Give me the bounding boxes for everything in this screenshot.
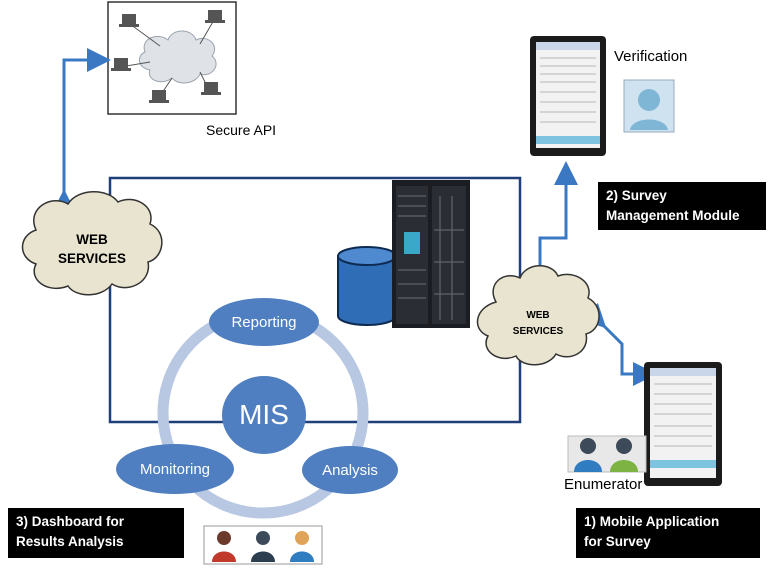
server-rack-icon bbox=[392, 180, 470, 328]
database-icon bbox=[337, 246, 397, 326]
web-services-left-line2: SERVICES bbox=[58, 251, 126, 266]
mobile-application-label: 1) Mobile Application for Survey bbox=[576, 508, 760, 558]
dashboard-users-icon bbox=[203, 525, 323, 565]
survey-management-module-label: 2) Survey Management Module bbox=[598, 182, 766, 230]
mis-center-node: MIS bbox=[222, 376, 306, 454]
enumerator-label: Enumerator bbox=[564, 476, 643, 493]
tablet-verification bbox=[530, 36, 606, 156]
enumerator-people-icon bbox=[567, 435, 647, 473]
web-services-cloud-right bbox=[476, 265, 600, 366]
web-services-right-line2: SERVICES bbox=[513, 326, 564, 337]
connection-arrows bbox=[52, 48, 657, 386]
web-services-cloud-left bbox=[21, 191, 163, 296]
secure-api-network bbox=[107, 1, 237, 115]
monitoring-node: Monitoring bbox=[116, 444, 234, 494]
verification-label: Verification bbox=[614, 48, 688, 65]
web-services-left-line1: WEB bbox=[76, 232, 108, 247]
secure-api-label: Secure API bbox=[206, 122, 277, 138]
tablet-mobile-app bbox=[644, 362, 722, 486]
verification-user-icon bbox=[623, 79, 675, 133]
analysis-node: Analysis bbox=[302, 446, 398, 494]
web-services-right-line1: WEB bbox=[526, 310, 549, 321]
dashboard-label: 3) Dashboard for Results Analysis bbox=[8, 508, 184, 558]
reporting-node: Reporting bbox=[209, 298, 319, 346]
